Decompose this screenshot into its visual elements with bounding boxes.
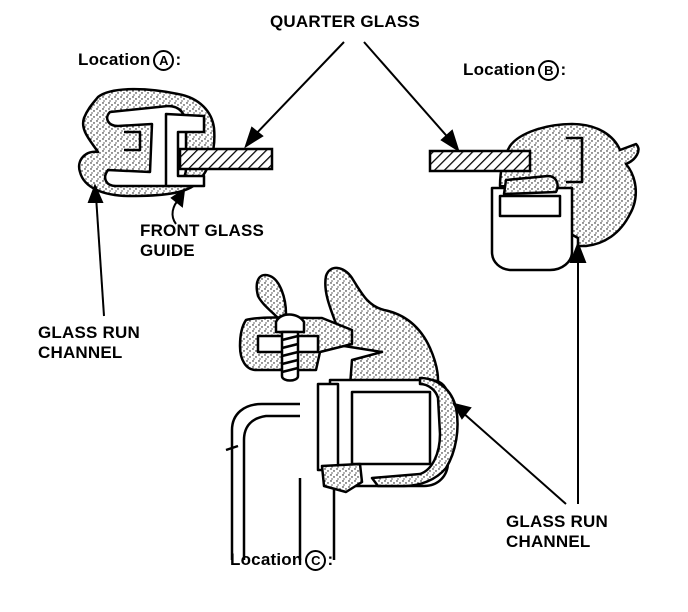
location-c-word: Location [230, 550, 303, 569]
section-location-a [77, 87, 216, 198]
front-glass-guide-label: FRONT GLASS GUIDE [140, 221, 264, 261]
glass-run-channel-left-line2: CHANNEL [38, 343, 123, 362]
glass-run-channel-c-lip [255, 273, 288, 320]
location-a-word: Location [78, 50, 151, 69]
quarter-glass-label: QUARTER GLASS [270, 12, 420, 31]
location-b-word: Location [463, 60, 536, 79]
arrowhead-front-glass-guide [170, 187, 186, 208]
door-sash-lines [230, 402, 300, 560]
screw [274, 313, 306, 334]
arrowhead-glass-run-left [87, 183, 104, 203]
arrowhead-quarter-glass-a [244, 126, 264, 149]
location-c-colon: : [327, 550, 334, 569]
glass-run-channel-left-label: GLASS RUN CHANNEL [38, 323, 140, 363]
arrowhead-glass-run-c [451, 402, 472, 420]
glass-run-channel-right-label: GLASS RUN CHANNEL [506, 512, 608, 552]
location-b-badge: B [538, 60, 560, 82]
location-a-colon: : [175, 50, 182, 69]
arrowhead-quarter-glass-b [440, 129, 460, 153]
leader-lines [87, 41, 587, 505]
location-c-badge: C [305, 550, 327, 572]
quarter-glass-b [428, 149, 532, 173]
front-glass-guide-line2: GUIDE [140, 241, 195, 260]
quarter-glass-a [178, 147, 274, 171]
location-b-colon: : [560, 60, 567, 79]
glass-run-channel-right-line2: CHANNEL [506, 532, 591, 551]
glass-run-channel-left-line1: GLASS RUN [38, 323, 140, 342]
section-location-b [490, 122, 640, 272]
section-location-c [225, 266, 459, 560]
front-glass-guide-a [164, 112, 206, 188]
front-glass-guide-line1: FRONT GLASS [140, 221, 265, 240]
location-a-badge: A [153, 50, 175, 72]
arrowhead-glass-run-b [569, 241, 587, 263]
glass-run-channel-right-line1: GLASS RUN [506, 512, 608, 531]
